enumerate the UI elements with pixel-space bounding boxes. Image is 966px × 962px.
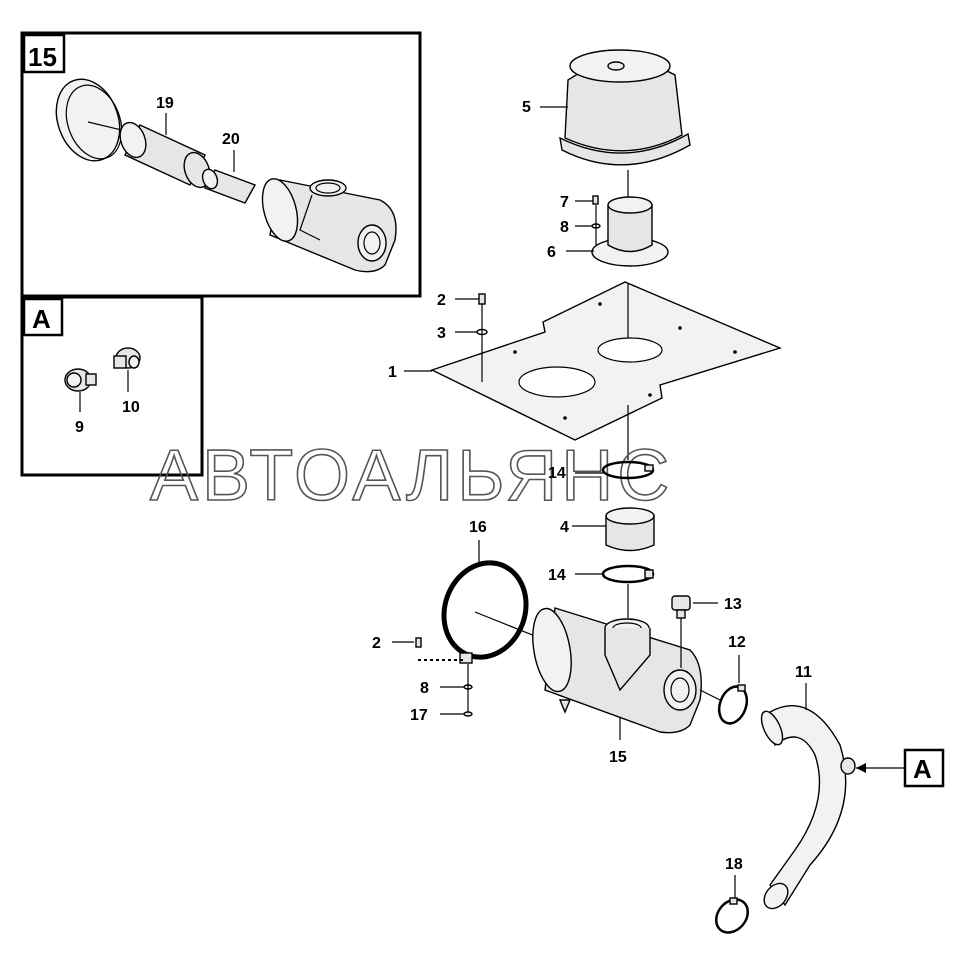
callout-12: 12 bbox=[728, 634, 746, 651]
inset-A-label-box bbox=[22, 297, 64, 337]
bolt-7 bbox=[592, 195, 599, 205]
callout-14-top: 14 bbox=[548, 465, 566, 482]
callout-8-top: 8 bbox=[560, 219, 569, 236]
inset-A-label: A bbox=[32, 304, 51, 334]
inset-15-label-box bbox=[22, 33, 66, 74]
mounting-plate-1 bbox=[430, 281, 783, 441]
callout-5: 5 bbox=[522, 99, 531, 116]
callout-13: 13 bbox=[724, 596, 742, 613]
callout-2-top: 2 bbox=[437, 292, 446, 309]
filter-housing-15 bbox=[532, 607, 702, 734]
callout-1: 1 bbox=[388, 364, 397, 381]
clamp-14-top bbox=[601, 460, 655, 480]
hose-4 bbox=[605, 507, 655, 552]
callout-20: 20 bbox=[222, 131, 240, 148]
safety-element-20 bbox=[201, 168, 257, 204]
nut-17 bbox=[463, 711, 473, 717]
intake-hose-11 bbox=[760, 705, 856, 910]
hose-clamp-18 bbox=[714, 897, 750, 934]
filter-housing-inset bbox=[261, 178, 397, 273]
restriction-indicator-13 bbox=[671, 595, 691, 619]
valve-10 bbox=[113, 347, 141, 369]
callout-19: 19 bbox=[156, 95, 174, 112]
inset-A: A 9 10 bbox=[20, 295, 204, 477]
strap-band-16 bbox=[441, 560, 529, 664]
reference-A-box bbox=[903, 748, 945, 788]
callout-15: 15 bbox=[609, 749, 627, 766]
inset-15-frame bbox=[20, 31, 422, 298]
callout-18: 18 bbox=[725, 856, 743, 873]
inset-15-label: 15 bbox=[28, 42, 57, 72]
filter-element-19 bbox=[119, 121, 211, 189]
callout-2-bottom: 2 bbox=[372, 635, 381, 652]
cap-9 bbox=[64, 368, 97, 392]
hose-clamp-12 bbox=[717, 684, 749, 725]
callout-17: 17 bbox=[410, 707, 428, 724]
callout-4: 4 bbox=[560, 519, 569, 536]
clamp-14-bottom bbox=[601, 564, 655, 584]
callout-3: 3 bbox=[437, 325, 446, 342]
end-cap-part bbox=[55, 78, 123, 162]
inlet-adapter-6 bbox=[591, 196, 669, 267]
watermark-text: АВТОАЛЬЯНС bbox=[150, 436, 673, 516]
callout-16: 16 bbox=[469, 519, 487, 536]
precleaner-cap-5 bbox=[559, 49, 691, 166]
callout-7: 7 bbox=[560, 194, 569, 211]
callout-14-bottom: 14 bbox=[548, 567, 566, 584]
inset-15: 15 19 20 bbox=[20, 31, 422, 298]
callout-8-bottom: 8 bbox=[420, 680, 429, 697]
callout-9: 9 bbox=[75, 419, 84, 436]
callout-11: 11 bbox=[795, 664, 812, 681]
reference-A-label: A bbox=[913, 754, 932, 784]
callout-10: 10 bbox=[122, 399, 140, 416]
inset-A-frame bbox=[20, 295, 204, 477]
callout-6: 6 bbox=[547, 244, 556, 261]
bolt-2-top bbox=[478, 293, 486, 305]
bolt-2-bottom bbox=[415, 637, 422, 648]
